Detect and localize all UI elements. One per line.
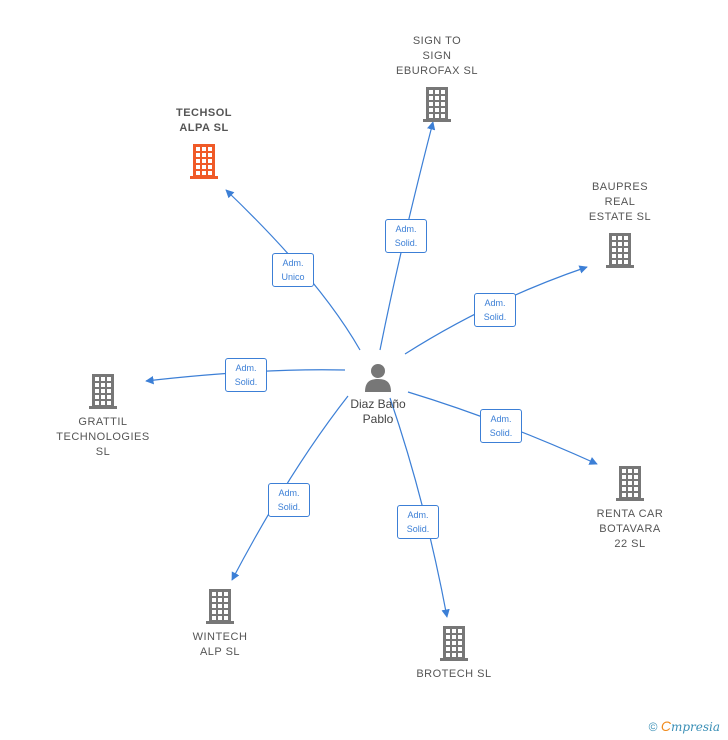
company-label: GRATTIL TECHNOLOGIES SL [56, 416, 150, 458]
company-node-techsol[interactable]: TECHSOL ALPA SL [154, 106, 254, 185]
brand-initial: C [660, 718, 671, 734]
company-label: WINTECH ALP SL [192, 631, 248, 658]
company-node-baupres[interactable]: BAUPRES REAL ESTATE SL [568, 180, 672, 274]
company-node-brotech[interactable]: BROTECH SL [404, 624, 504, 682]
building-icon [423, 87, 451, 122]
edge-wintech [231, 395, 349, 581]
company-node-wintech[interactable]: WINTECH ALP SL [172, 587, 268, 660]
company-node-grattil[interactable]: GRATTIL TECHNOLOGIES SL [48, 372, 158, 460]
building-icon [89, 374, 117, 409]
person-icon [365, 364, 391, 392]
edge-label-grattil[interactable]: Adm. Solid. [225, 358, 267, 392]
edge-brotech [389, 397, 450, 618]
building-icon [440, 626, 468, 661]
copyright-icon: © [648, 720, 658, 734]
company-label: BROTECH SL [416, 668, 492, 680]
brand-footer: © Cmpresia [649, 718, 720, 734]
edge-label-brotech[interactable]: Adm. Solid. [397, 505, 439, 539]
building-icon [616, 466, 644, 501]
edge-label-baupres[interactable]: Adm. Solid. [474, 293, 516, 327]
person-name: Diaz Baño Pablo [350, 397, 406, 426]
company-label: SIGN TO SIGN EBUROFAX SL [396, 35, 478, 77]
building-icon [206, 589, 234, 624]
edge-label-wintech[interactable]: Adm. Solid. [268, 483, 310, 517]
person-node[interactable]: Diaz Baño Pablo [336, 362, 420, 427]
brand-name: mpresia [670, 720, 720, 734]
edge-label-rentacar[interactable]: Adm. Solid. [480, 409, 522, 443]
company-node-signto[interactable]: SIGN TO SIGN EBUROFAX SL [385, 34, 489, 128]
building-icon [606, 233, 634, 268]
company-node-rentacar[interactable]: RENTA CAR BOTAVARA 22 SL [578, 464, 682, 552]
edge-label-signto[interactable]: Adm. Solid. [385, 219, 427, 253]
edge-label-techsol[interactable]: Adm. Unico [272, 253, 314, 287]
building-icon [190, 144, 218, 179]
company-label: RENTA CAR BOTAVARA 22 SL [596, 508, 664, 550]
company-label: TECHSOL ALPA SL [175, 107, 233, 134]
company-label: BAUPRES REAL ESTATE SL [588, 181, 652, 223]
